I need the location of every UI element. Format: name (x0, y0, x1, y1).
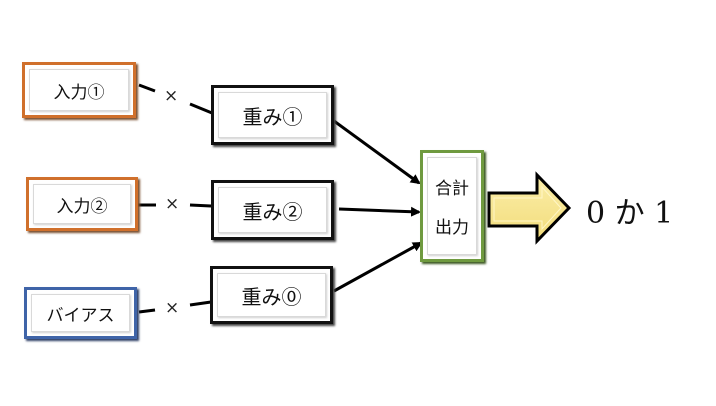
input-2-label: 入力② (56, 196, 108, 217)
result-text: 0 か 1 (586, 196, 674, 231)
weight-0-label: 重み⓪ (241, 284, 302, 309)
input-2-node: 入力② (26, 177, 138, 231)
output-label: 出力 (435, 218, 469, 238)
multiply-sign-1: × (164, 86, 179, 106)
weight-1-label: 重み① (242, 104, 303, 129)
connector-input1-right (189, 102, 213, 115)
input-1-label: 入力① (53, 82, 105, 103)
input-1-node: 入力① (22, 62, 136, 118)
connector-input1-left (138, 83, 156, 93)
bias-node: バイアス (24, 287, 137, 339)
connector-bias-right (189, 300, 212, 307)
connector-input2-right (189, 203, 212, 208)
arrow-weight0-to-sum (333, 241, 423, 293)
multiply-sign-0: × (165, 298, 180, 318)
bias-label: バイアス (46, 305, 115, 326)
arrow-weight2-to-sum (338, 206, 421, 217)
weight-2-node: 重み② (211, 180, 334, 240)
output-arrow-icon (487, 171, 572, 245)
multiply-sign-2: × (165, 194, 180, 214)
weight-2-label: 重み② (242, 199, 303, 224)
sum-output-node: 合計 出力 (420, 150, 484, 262)
weight-1-node: 重み① (211, 85, 334, 145)
connector-bias-left (138, 308, 156, 314)
sum-label: 合計 (435, 179, 469, 199)
weight-0-node: 重み⓪ (210, 266, 333, 324)
arrow-weight1-to-sum (333, 119, 421, 185)
